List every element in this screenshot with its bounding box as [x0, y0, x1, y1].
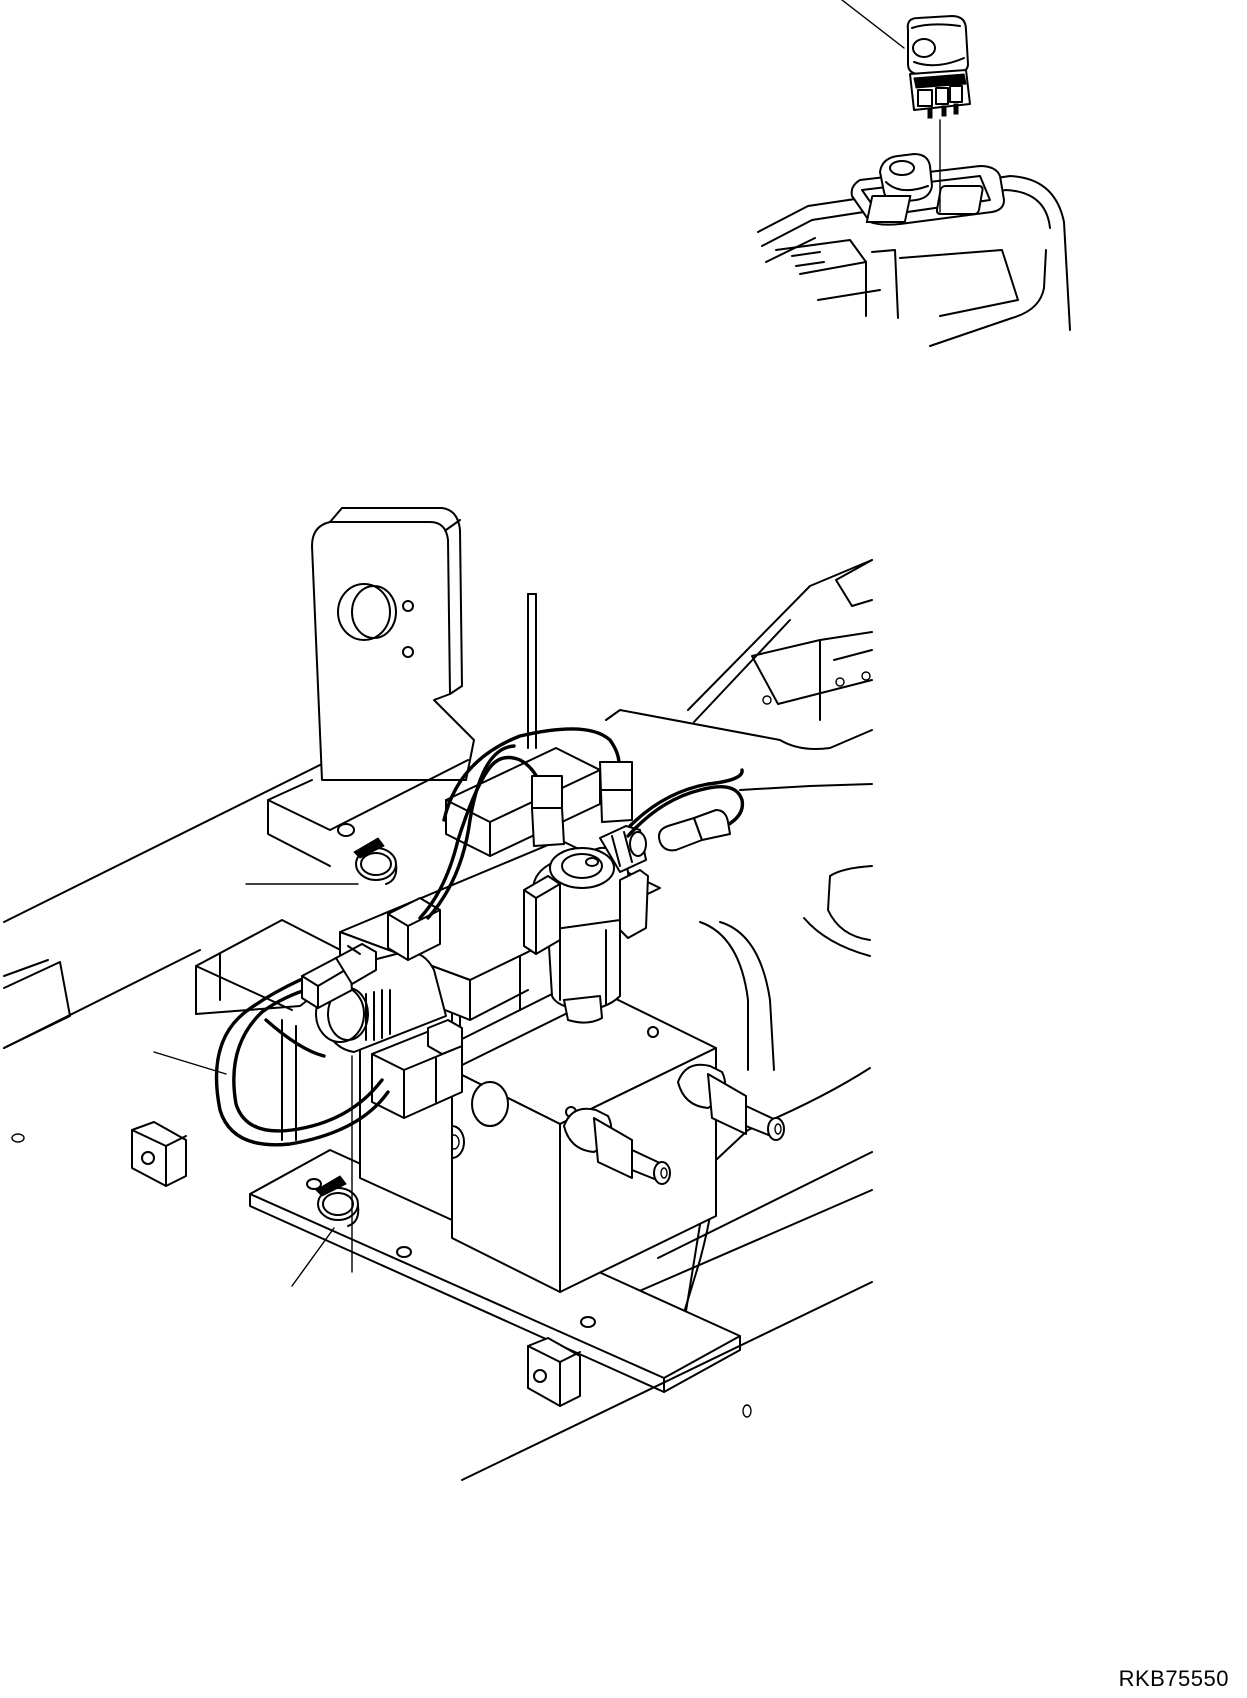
solenoid-valve-block [365, 993, 717, 1293]
valve-base-plate [249, 1149, 741, 1393]
solenoid-valve-lower [315, 897, 463, 1119]
spacer-block [131, 1121, 581, 1407]
solenoid-valve-upper [523, 825, 649, 1024]
switch-leader-line [841, 0, 905, 49]
console-cover [757, 175, 1071, 347]
switch-panel [850, 153, 1005, 226]
clamp-lower [315, 1175, 360, 1227]
hydraulic-fitting [563, 1063, 785, 1185]
clamp-upper [353, 837, 398, 885]
drawing-code: RKB75550 [1118, 1666, 1229, 1691]
harness-leader [153, 1051, 227, 1075]
connector [301, 761, 731, 1009]
clamp-lower-leader [291, 1227, 335, 1287]
wiring-harness [214, 593, 745, 1147]
mounting-bracket [267, 507, 475, 867]
rocker-switch [906, 15, 971, 119]
